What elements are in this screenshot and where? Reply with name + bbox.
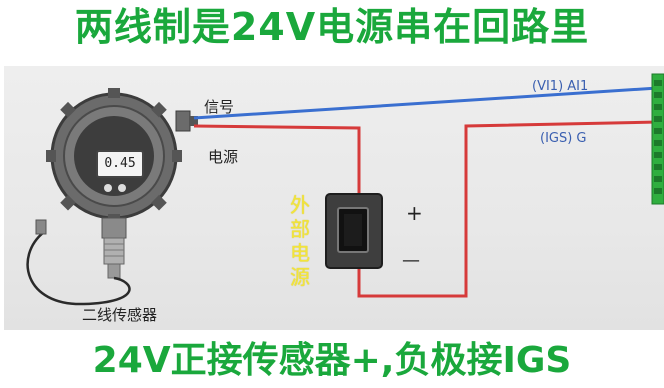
power-label: 电源 <box>208 148 239 166</box>
sensor-display: 0.45 <box>96 150 144 178</box>
terminal-igs-label: (IGS) G <box>540 128 587 148</box>
terminal-igs-text: (IGS) G <box>540 131 587 146</box>
sensor-label: 二线传感器 <box>82 306 158 324</box>
pressure-sensor <box>46 88 198 279</box>
external-power-label: 外部电源 <box>290 193 310 289</box>
wiring-svg <box>26 73 664 306</box>
minus-sign: — <box>402 250 420 271</box>
external-power-supply <box>325 193 383 269</box>
terminal-block <box>651 73 664 205</box>
power-wire-negative <box>357 120 659 298</box>
title: 两线制是24V电源串在回路里 <box>74 5 590 49</box>
terminal-vi1-text: (VI1) AI1 <box>532 79 589 94</box>
terminal-vi1-label: (VI1) AI1 <box>532 76 588 96</box>
wiring-diagram: 0.45 信号 电源 二线传感器 外部电源 + — (VI1) AI1 (IGS… <box>4 66 664 330</box>
sensor-cable <box>26 231 131 306</box>
signal-label: 信号 <box>204 98 235 116</box>
plus-sign: + <box>406 201 423 225</box>
footer-caption: 24V正接传感器+,负极接IGS <box>92 340 572 381</box>
power-wire-positive <box>193 124 361 196</box>
signal-wire <box>193 86 659 120</box>
